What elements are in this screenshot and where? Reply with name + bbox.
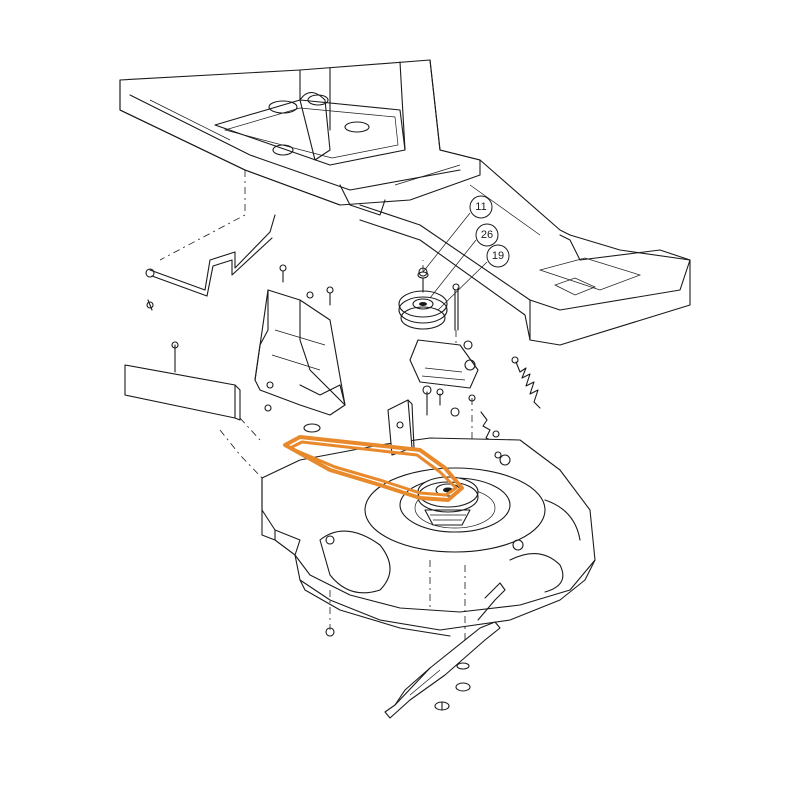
- mower-blade: [325, 582, 506, 719]
- drive-belt: [283, 435, 464, 502]
- deck-bracket-left: [254, 264, 346, 416]
- idler-bracket: [409, 283, 479, 417]
- callout-19-label: 19: [492, 250, 504, 262]
- callout-19: 19: [486, 244, 510, 268]
- callout-26-label: 26: [481, 229, 493, 241]
- callout-26: 26: [475, 223, 499, 247]
- idler-pulley: [398, 271, 448, 330]
- callout-11-label: 11: [475, 201, 486, 213]
- assembly-guide-lines: [219, 260, 473, 479]
- belt-guard-plate: [124, 341, 241, 421]
- tractor-frame: [119, 59, 691, 346]
- callout-11: 11: [469, 195, 493, 219]
- mower-deck: [261, 437, 596, 640]
- callout-leaders: [418, 212, 488, 311]
- lift-rod: [145, 170, 276, 311]
- tension-spring-upper: [511, 356, 541, 409]
